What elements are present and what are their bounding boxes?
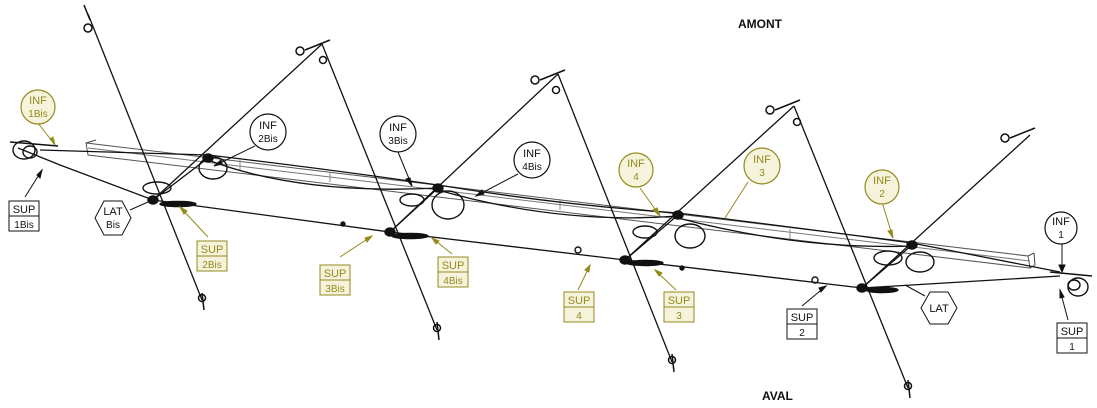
inf-label-2-line1: INF: [873, 175, 891, 187]
sup-label-4bis-line1: SUP: [442, 260, 465, 272]
inf-label-4-line1: INF: [627, 158, 645, 170]
inf-label-3-line2: 3: [759, 168, 765, 179]
anchor-hook-icon: [765, 99, 802, 127]
sup-label-2-line2: 2: [799, 328, 805, 339]
anchor-hook-icon: [903, 379, 913, 399]
sup-label-1bis-line2: 1Bis: [14, 220, 33, 231]
anchor-hook-icon: [530, 69, 566, 95]
sup-label-2bis-line1: SUP: [201, 244, 224, 256]
anchor-hook-icon: [197, 292, 207, 311]
sup-label-3bis-line2: 3Bis: [325, 284, 344, 295]
lat-label-text: LAT: [929, 303, 949, 315]
inf-label-1bis-line1: INF: [29, 95, 47, 107]
anchor-hook-icon: [83, 4, 93, 33]
sup-label-4-line1: SUP: [568, 295, 591, 307]
sup-label-3-line1: SUP: [668, 295, 691, 307]
side-label-amont: AMONT: [738, 17, 783, 31]
side-label-aval: AVAL: [762, 389, 793, 403]
inf-label-3bis-line1: INF: [389, 122, 407, 134]
anchor-hook-icon: [1000, 127, 1036, 143]
inf-label-3-line1: INF: [753, 154, 771, 166]
anchor-hooks: [83, 4, 1036, 399]
upper-tiebacks: [152, 43, 1031, 289]
sup-label-4-line2: 4: [576, 311, 582, 322]
sup-label-2: SUP 2: [786, 308, 818, 340]
sup-label-1bis-line1: SUP: [13, 204, 36, 216]
inf-label-1bis-line2: 1Bis: [28, 109, 47, 120]
diagonal-stays: [87, 13, 909, 389]
sup-label-1-line2: 1: [1069, 342, 1075, 353]
inf-label-2bis-line2: 2Bis: [258, 134, 277, 145]
leader-arrows: [24, 122, 1069, 321]
sup-label-3bis-line1: SUP: [324, 268, 347, 280]
inf-label-1bis: INF 1Bis: [20, 89, 56, 125]
inf-label-4bis-line2: 4Bis: [522, 162, 541, 173]
inf-label-4: INF 4: [618, 152, 654, 188]
inf-label-4bis-line1: INF: [523, 148, 541, 160]
sup-label-4bis: SUP 4Bis: [437, 256, 469, 288]
sup-label-2-line1: SUP: [791, 312, 814, 324]
inf-label-2bis: INF 2Bis: [249, 113, 287, 151]
inf-label-3bis: INF 3Bis: [379, 115, 417, 153]
inf-label-3: INF 3: [743, 147, 781, 185]
sup-label-4bis-line2: 4Bis: [443, 276, 462, 287]
anchor-hook-icon: [295, 39, 331, 65]
anchor-hook-icon: [432, 321, 442, 341]
sup-label-1: SUP 1: [1056, 322, 1088, 354]
inf-label-1-line1: INF: [1052, 216, 1070, 228]
anchor-hook-icon: [667, 353, 677, 373]
sup-label-3bis: SUP 3Bis: [319, 264, 351, 296]
lat-label: LAT: [920, 291, 958, 325]
inf-label-4bis: INF 4Bis: [513, 141, 551, 179]
sup-label-1-line1: SUP: [1061, 326, 1084, 338]
sup-label-2bis: SUP 2Bis: [196, 240, 228, 272]
inf-label-3bis-line2: 3Bis: [388, 136, 407, 147]
inf-label-2: INF 2: [864, 169, 900, 205]
lat-label-bis-line1: LAT: [103, 206, 123, 218]
lat-label-bis: LAT Bis: [94, 200, 132, 236]
inf-label-2bis-line1: INF: [259, 120, 277, 132]
node-fittings: [9, 140, 1093, 297]
sup-label-3-line2: 3: [676, 311, 682, 322]
lat-label-bis-line2: Bis: [106, 220, 120, 231]
sup-label-2bis-line2: 2Bis: [202, 260, 221, 271]
sup-label-3: SUP 3: [663, 291, 695, 323]
inf-label-1-line2: 1: [1058, 230, 1064, 241]
inf-label-4-line2: 4: [633, 172, 639, 183]
inf-label-2-line2: 2: [879, 189, 885, 200]
sup-label-1bis: SUP 1Bis: [8, 200, 40, 232]
sup-label-4: SUP 4: [563, 291, 595, 323]
inf-label-1: INF 1: [1044, 211, 1078, 245]
